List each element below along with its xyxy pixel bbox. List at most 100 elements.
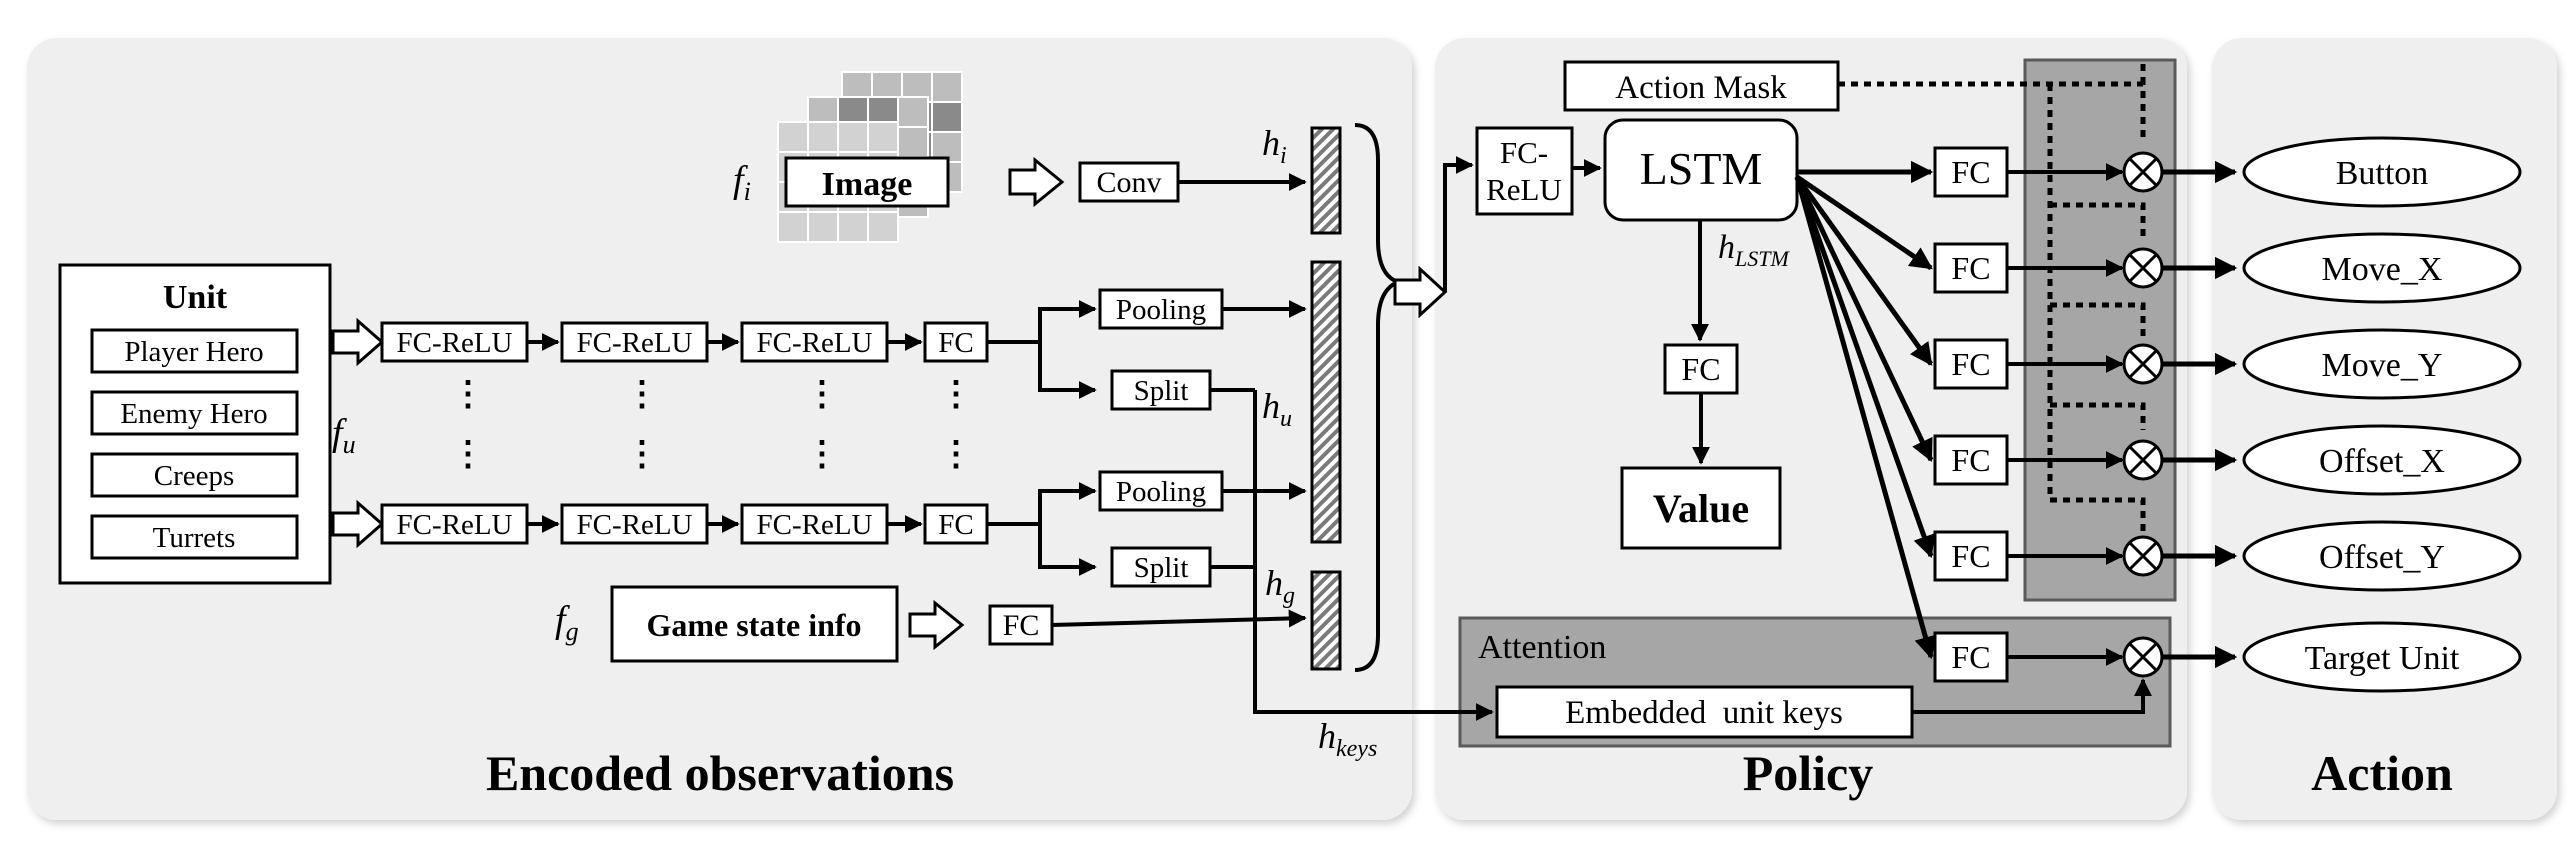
- value-fc-box: [1663, 343, 1739, 395]
- action-output-ellipse: [2242, 136, 2522, 208]
- image-grid-cell: [807, 121, 839, 153]
- conv-label: Conv: [1096, 166, 1161, 199]
- head-fc-box: [1933, 242, 2009, 294]
- image-to-conv-arrow: [1008, 156, 1065, 208]
- h-i-label: hi: [1262, 123, 1287, 169]
- head-fc-box: [1933, 631, 2009, 683]
- lstm-to-head-line: [1795, 174, 1933, 271]
- mask-route-dotted: [2047, 84, 2146, 532]
- lstm-to-head-line: [1794, 175, 1934, 463]
- unit-item-box: [90, 452, 299, 498]
- keys-to-target-mult-line: [1912, 678, 2152, 714]
- head-fc-box: [1933, 434, 2009, 486]
- unit-fc-label: FC: [938, 327, 973, 359]
- head-fc-label: FC: [1951, 346, 1990, 382]
- multiply-icon-stroke: [2128, 253, 2158, 283]
- unit-item-box: [90, 328, 299, 374]
- fc-relu-box: [380, 503, 529, 545]
- action-output-label: Button: [2336, 155, 2429, 192]
- image-grid-cell: [867, 121, 899, 153]
- ellipsis: ⋮: [451, 436, 485, 473]
- value-label: Value: [1653, 486, 1749, 531]
- pooling-box: [1098, 470, 1224, 512]
- action-mask-box: [1563, 60, 1840, 112]
- unit-item-label: Creeps: [154, 460, 235, 492]
- value-fc-label: FC: [1681, 351, 1720, 387]
- action-output-label: Move_Y: [2322, 347, 2443, 384]
- game-state-box: [610, 585, 899, 663]
- fc-relu-box: [740, 503, 889, 545]
- unit-title: Unit: [163, 279, 228, 316]
- action-title: Action: [2311, 745, 2453, 801]
- multiply-icon-stroke: [2128, 157, 2158, 187]
- head-fc-box: [1933, 146, 2009, 198]
- value-box: [1620, 466, 1782, 550]
- unit-fc-box: [923, 321, 989, 363]
- game-state-fc-label: FC: [1003, 609, 1040, 642]
- action-head: FC Move_Y: [1794, 175, 2522, 400]
- ellipsis: ⋮: [805, 376, 839, 413]
- action-output-ellipse: [2242, 520, 2522, 592]
- unit-item: Player Hero: [90, 328, 299, 374]
- unit-input-arrow: [331, 499, 385, 549]
- image-grid-cell: [777, 211, 809, 243]
- lstm-to-head-line: [1794, 176, 1935, 559]
- action-head: FC Offset_X: [1794, 175, 2522, 496]
- split-box: [1110, 546, 1212, 588]
- image-grid-cell: [807, 211, 839, 243]
- h-i-vector: [1310, 126, 1342, 235]
- fc-relu-box: [740, 321, 889, 363]
- to-split-line: [1038, 524, 1097, 576]
- action-output-ellipse: [2242, 424, 2522, 496]
- unit-item-label: Turrets: [153, 522, 236, 554]
- image-grid-cell: [777, 121, 809, 153]
- head-fc-box: [1933, 530, 2009, 582]
- ellipsis: ⋮: [939, 376, 973, 413]
- unit-item-label: Player Hero: [124, 336, 263, 368]
- action-output-label: Move_X: [2322, 251, 2443, 288]
- unit-item: Creeps: [90, 452, 299, 498]
- unit-item-box: [90, 514, 299, 560]
- fc-relu-label: FC-ReLU: [577, 327, 693, 359]
- fc-relu-label: FC-ReLU: [397, 509, 513, 541]
- image-grid-cell: [837, 121, 869, 153]
- lstm-to-head-line: [1794, 176, 1937, 660]
- hkeys-path: [1253, 390, 1494, 721]
- head-fc-label: FC: [1951, 442, 1990, 478]
- multiply-icon-stroke: [2128, 445, 2158, 475]
- game-state-arrow: [908, 599, 965, 651]
- encoded-observations-title: Encoded observations: [486, 745, 954, 801]
- image-label-box: [784, 156, 950, 208]
- attention-label: Attention: [1478, 629, 1606, 666]
- h-keys-label: hkeys: [1318, 716, 1377, 762]
- action-output-ellipse: [2242, 232, 2522, 304]
- h-g-label: hg: [1265, 563, 1295, 609]
- to-split-line: [1038, 342, 1097, 399]
- ellipsis: ⋮: [625, 376, 659, 413]
- ellipsis: ⋮: [451, 376, 485, 413]
- fc-relu-label: FC-ReLU: [577, 509, 693, 541]
- unit-fc-label: FC: [938, 509, 973, 541]
- unit-input-arrow: [331, 317, 385, 367]
- action-output-label: Offset_X: [2319, 443, 2445, 480]
- head-fc-label: FC: [1951, 538, 1990, 574]
- concat-to-fcrelu-line: [1443, 156, 1474, 292]
- unit-item: Turrets: [90, 514, 299, 560]
- fc-relu-box: [380, 321, 529, 363]
- image-grid-cell: [897, 126, 929, 158]
- fc-relu-label: FC-ReLU: [397, 327, 513, 359]
- ellipsis: ⋮: [625, 436, 659, 473]
- action-mask-dotted-route: [1838, 60, 2146, 140]
- image-grid-cell: [931, 101, 963, 133]
- image-label: Image: [822, 166, 913, 203]
- unit-item-label: Enemy Hero: [120, 398, 267, 430]
- multiply-icon-stroke: [2128, 541, 2158, 571]
